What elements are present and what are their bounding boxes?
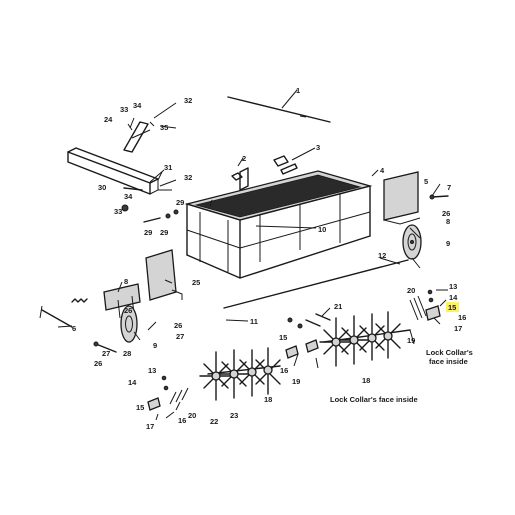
callout-10: 10: [318, 225, 326, 234]
callout-14: 14: [449, 293, 458, 302]
callout-15-left: 15: [136, 403, 144, 412]
note-lock-collar-center: Lock Collar's face inside: [330, 395, 418, 404]
callout-16-left: 16: [178, 416, 186, 425]
callout-18: 18: [362, 376, 370, 385]
part-28-bolt: [93, 341, 117, 353]
part-18-tine-assembly-right: [319, 311, 411, 367]
callout-30: 30: [98, 183, 106, 192]
callout-16: 16: [458, 313, 466, 322]
callout-11: 11: [250, 317, 258, 326]
callout-15-highlight: [446, 302, 459, 312]
callout-18-left: 18: [264, 395, 272, 404]
callout-13-left: 13: [148, 366, 156, 375]
callout-9-left: 9: [153, 341, 157, 350]
callout-19: 19: [407, 336, 415, 345]
callout-31: 31: [164, 163, 172, 172]
callout-24: 24: [104, 115, 113, 124]
callout-29: 29: [176, 198, 184, 207]
part-35-hitch-bracket: [123, 121, 155, 153]
callout-28: 28: [123, 349, 131, 358]
callout-2: 2: [242, 154, 246, 163]
part-9-wheel-right: [402, 224, 422, 260]
callout-8-right: 8: [446, 217, 450, 226]
callout-33-lower: 33: [114, 207, 122, 216]
callout-8: 8: [124, 277, 128, 286]
callout-4: 4: [380, 166, 385, 175]
callout-3: 3: [316, 143, 320, 152]
callout-29-lower-b: 29: [160, 228, 168, 237]
callout-19-center: 19: [292, 377, 300, 386]
part-3-bracket: [273, 147, 316, 175]
callout-26: 26: [174, 321, 182, 330]
callout-20: 20: [407, 286, 415, 295]
part-1-shaft: [227, 89, 331, 123]
callout-9-right: 9: [446, 239, 450, 248]
leader-lines: [57, 102, 448, 421]
part-8-wheel-bracket-left: [103, 283, 141, 319]
callout-22: 22: [210, 417, 218, 426]
note-lock-collar-right-line2: face inside: [429, 357, 468, 366]
callout-6: 6: [72, 324, 76, 333]
callout-26-upper: 26: [124, 306, 132, 315]
part-26-spring: [71, 298, 88, 303]
part-9-wheel-left: [120, 305, 138, 343]
hardware-30-33: [121, 187, 179, 223]
callout-26-right: 26: [442, 209, 450, 218]
callout-34-lower: 34: [124, 192, 133, 201]
callout-20-left: 20: [188, 411, 196, 420]
callout-5: 5: [424, 177, 428, 186]
callout-27: 27: [176, 332, 184, 341]
callout-26-lower: 26: [94, 359, 102, 368]
callout-15: 15: [448, 303, 456, 312]
part-7-pin: [429, 194, 449, 200]
bearing-hardware-right: [409, 289, 441, 321]
part-31-tow-bar: [67, 147, 163, 195]
callout-13: 13: [449, 282, 457, 291]
callout-34: 34: [133, 101, 142, 110]
part-22-tine-assembly-left: [199, 347, 281, 401]
callout-35: 35: [160, 123, 168, 132]
callout-25: 25: [192, 278, 200, 287]
part-25-side-plate: [145, 249, 183, 301]
bearing-hardware-left: [147, 375, 189, 411]
callout-16-center: 16: [280, 366, 288, 375]
callout-27-left: 27: [102, 349, 110, 358]
callout-21: 21: [334, 302, 342, 311]
callout-32: 32: [184, 96, 192, 105]
part-4-main-frame: [184, 169, 379, 279]
part-5-wheel-bracket-right: [383, 171, 421, 225]
part-11-rod-end: [225, 319, 249, 322]
callout-17-left: 17: [146, 422, 154, 431]
callout-1: 1: [296, 86, 300, 95]
callout-labels: 1 2 3 4 5 6 7 8 8 9 9 10 11 12 13 13 14 …: [72, 86, 466, 431]
callout-17: 17: [454, 324, 462, 333]
part-2-bracket: [231, 157, 249, 191]
part-6-pin-left: [39, 305, 73, 328]
callout-15-center: 15: [279, 333, 287, 342]
callout-12: 12: [378, 251, 386, 260]
bearing-hardware-center: [285, 313, 331, 359]
callout-23: 23: [230, 411, 238, 420]
callout-14-left: 14: [128, 378, 137, 387]
callout-7: 7: [447, 183, 451, 192]
note-lock-collar-right-line1: Lock Collar's: [426, 348, 473, 357]
callout-29-lower: 29: [144, 228, 152, 237]
part-12-long-rod: [223, 259, 409, 309]
callout-32-lower: 32: [184, 173, 192, 182]
callout-33: 33: [120, 105, 128, 114]
